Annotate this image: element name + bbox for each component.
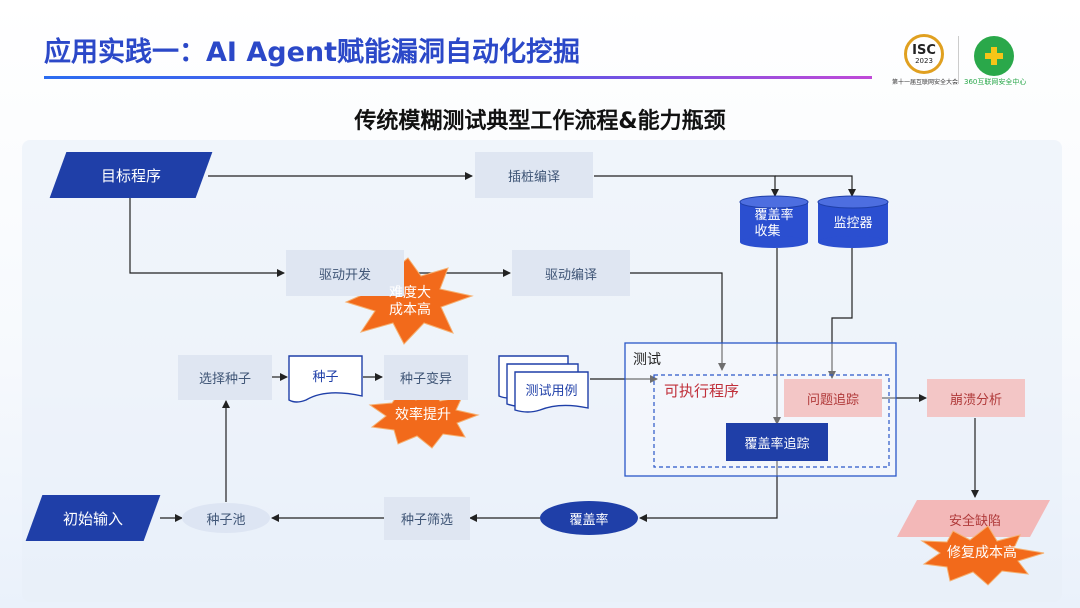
executable-label: 可执行程序 <box>664 382 740 400</box>
arrow-instrument-to-coverage-collect <box>594 175 779 197</box>
instrument-compile-node: 插桩编译 <box>475 152 593 198</box>
security-defect-shape <box>897 500 1050 537</box>
test-label: 测试 <box>633 352 661 368</box>
title-underline <box>44 76 872 79</box>
arrow-tracking-to-coverage <box>639 460 778 522</box>
monitor-label: 监控器 <box>833 216 873 231</box>
page-title: 应用实践一：AI Agent赋能漏洞自动化挖掘 <box>44 37 581 68</box>
initial-input-node: 初始输入 <box>25 495 161 541</box>
coverage-tracking-node: 覆盖率追踪 <box>726 423 828 461</box>
burst-efficiency-label: 效率提升 <box>395 406 451 423</box>
arrow-driver-compile-to-executable <box>630 272 726 371</box>
testcases-document-shape <box>498 355 589 413</box>
seed-document-shape <box>288 355 363 403</box>
driver-compile-node: 驱动编译 <box>512 250 630 296</box>
logo-divider <box>958 36 959 84</box>
seed-label: 种子 <box>312 370 339 385</box>
burst-repair-label: 修复成本高 <box>947 544 1017 561</box>
seed-filter-node: 种子筛选 <box>384 497 470 540</box>
executable-dashed-box <box>653 374 890 468</box>
security-defect-label: 安全缺陷 <box>948 514 1001 529</box>
burst-efficiency-shape <box>368 387 480 449</box>
arrow-monitor-to-issue <box>828 248 853 379</box>
target-program-node: 目标程序 <box>49 152 213 198</box>
select-seed-node: 选择种子 <box>178 355 272 400</box>
seed-mutation-node: 种子变异 <box>384 355 468 400</box>
test-cases-label: 测试用例 <box>525 384 578 399</box>
burst-difficulty-label: 难度大 成本高 <box>389 285 431 318</box>
isc-logo-year: 2023 <box>915 56 933 65</box>
burst-repair-shape <box>920 525 1045 586</box>
isc-caption: 第十一届互联网安全大会 <box>892 79 959 86</box>
diagram-subtitle: 传统模糊测试典型工作流程&能力瓶颈 <box>354 109 726 134</box>
coverage-node: 覆盖率 <box>540 501 638 535</box>
plus-icon <box>985 47 1003 65</box>
arrow-target-to-driver-dev <box>129 198 285 277</box>
crash-analysis-node: 崩溃分析 <box>927 379 1025 417</box>
driver-dev-node: 驱动开发 <box>286 250 404 296</box>
360-caption: 360互联网安全中心 <box>964 78 1027 86</box>
arrow-instrument-to-monitor <box>775 175 856 197</box>
target-program-label: 目标程序 <box>100 166 161 185</box>
isc-logo: ISC 2023 <box>904 34 944 74</box>
monitor-cylinder <box>817 195 889 248</box>
360-logo <box>974 36 1014 76</box>
issue-tracking-node: 问题追踪 <box>784 379 882 417</box>
initial-input-label: 初始输入 <box>62 509 123 528</box>
coverage-collect-label: 覆盖率 收集 <box>754 208 794 239</box>
isc-logo-text: ISC <box>912 42 936 58</box>
seed-pool-node: 种子池 <box>182 503 270 533</box>
coverage-collect-cylinder <box>739 195 809 248</box>
